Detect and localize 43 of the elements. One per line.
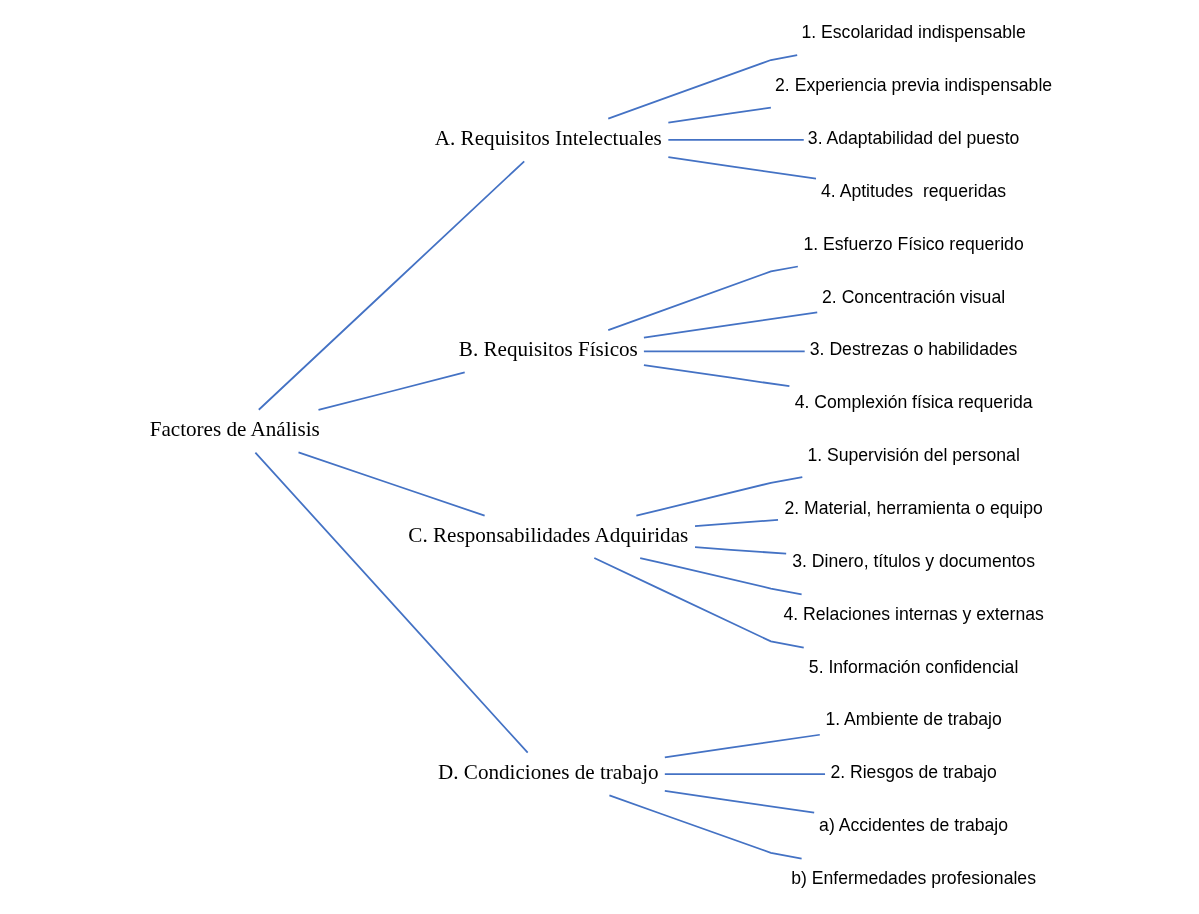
node-text: C. Responsabilidades Adquiridas — [407, 523, 688, 548]
node-text: 2. Riesgos de trabajo — [829, 762, 997, 783]
connector — [606, 54, 798, 120]
connector — [693, 519, 779, 527]
node-text: B. Requisitos Físicos — [458, 337, 638, 362]
node-text: 2. Material, herramienta o equipo — [783, 497, 1043, 518]
node-text: 4. Complexión física requerida — [794, 392, 1033, 413]
connector — [254, 451, 529, 754]
node-text: 3. Dinero, títulos y documentos — [791, 550, 1035, 571]
connector — [635, 476, 803, 517]
connector — [297, 451, 485, 517]
connector — [317, 371, 466, 411]
connector — [608, 794, 802, 860]
connector — [663, 773, 826, 775]
connector — [606, 265, 799, 331]
connector — [638, 557, 802, 596]
node-text: 1. Esfuerzo Físico requerido — [802, 233, 1024, 254]
connector — [693, 546, 787, 555]
connector — [642, 364, 790, 388]
connector — [666, 156, 817, 180]
connector — [663, 733, 821, 759]
node-text: 2. Experiencia previa indispensable — [774, 75, 1052, 96]
connector — [257, 160, 525, 411]
connector — [592, 557, 805, 649]
node-text: 5. Información confidencial — [808, 656, 1018, 677]
connector — [666, 139, 805, 141]
connector — [642, 311, 818, 339]
node-text: 1. Escolaridad indispensable — [801, 22, 1026, 43]
node-text: D. Condiciones de trabajo — [437, 760, 659, 785]
node-text: Factores de Análisis — [149, 417, 320, 442]
connector — [663, 790, 815, 814]
node-text: a) Accidentes de trabajo — [818, 815, 1008, 836]
node-text: 3. Adaptabilidad del puesto — [807, 127, 1019, 148]
connector — [666, 106, 772, 124]
node-text: A. Requisitos Intelectuales — [434, 126, 662, 151]
connector — [642, 350, 806, 353]
node-text: 3. Destrezas o habilidades — [809, 339, 1017, 360]
node-text: 4. Relaciones internas y externas — [782, 603, 1044, 624]
node-text: 2. Concentración visual — [821, 286, 1005, 307]
node-text: 4. Aptitudes requeridas — [820, 180, 1006, 201]
node-text: 1. Supervisión del personal — [806, 445, 1020, 466]
node-text: 1. Ambiente de trabajo — [824, 709, 1002, 730]
node-text: b) Enfermedades profesionales — [790, 867, 1036, 888]
